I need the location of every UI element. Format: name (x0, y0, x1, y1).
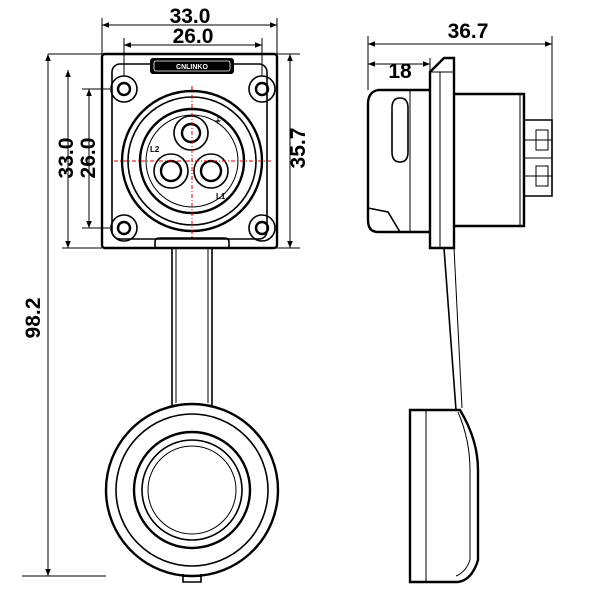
dim-top-outer-width: 33.0 (170, 5, 211, 28)
front-flange (100, 52, 279, 250)
cap-strap (171, 248, 213, 405)
pin-l2 (153, 153, 189, 189)
mounting-hole-top-left (110, 75, 138, 103)
dim-left-outer-height: 33.0 (55, 138, 78, 179)
flange-bottom-tab (154, 237, 230, 248)
dim-total-height: 98.2 (22, 298, 45, 339)
side-front-body (366, 88, 430, 234)
brand-plate (150, 58, 234, 74)
mounting-hole-bottom-left (110, 214, 138, 242)
side-dust-cap (408, 408, 480, 584)
dim-side-front-depth: 18 (388, 60, 412, 83)
pin-label-l1: L1 (216, 192, 226, 201)
front-view: CNLINKO (22, 5, 310, 583)
dim-left-inner-height: 26.0 (77, 138, 100, 179)
dim-right-height: 35.7 (287, 128, 310, 169)
brand-text: CNLINKO (176, 64, 208, 71)
dim-top-inner-width: 26.0 (173, 25, 214, 48)
mounting-hole-bottom-right (248, 214, 276, 242)
side-rear-body (454, 92, 526, 228)
dust-cap (104, 402, 280, 583)
side-view: 36.7 18 (366, 20, 553, 584)
pin-label-l2: L2 (150, 145, 160, 154)
side-flange-plate (428, 56, 456, 250)
dim-side-total-depth: 36.7 (448, 20, 489, 43)
mounting-hole-top-right (248, 75, 276, 103)
side-strap (443, 247, 457, 411)
pin-l1 (193, 153, 229, 189)
pin-pe (173, 115, 209, 151)
pin-label-pe: ⏚ (214, 116, 222, 125)
